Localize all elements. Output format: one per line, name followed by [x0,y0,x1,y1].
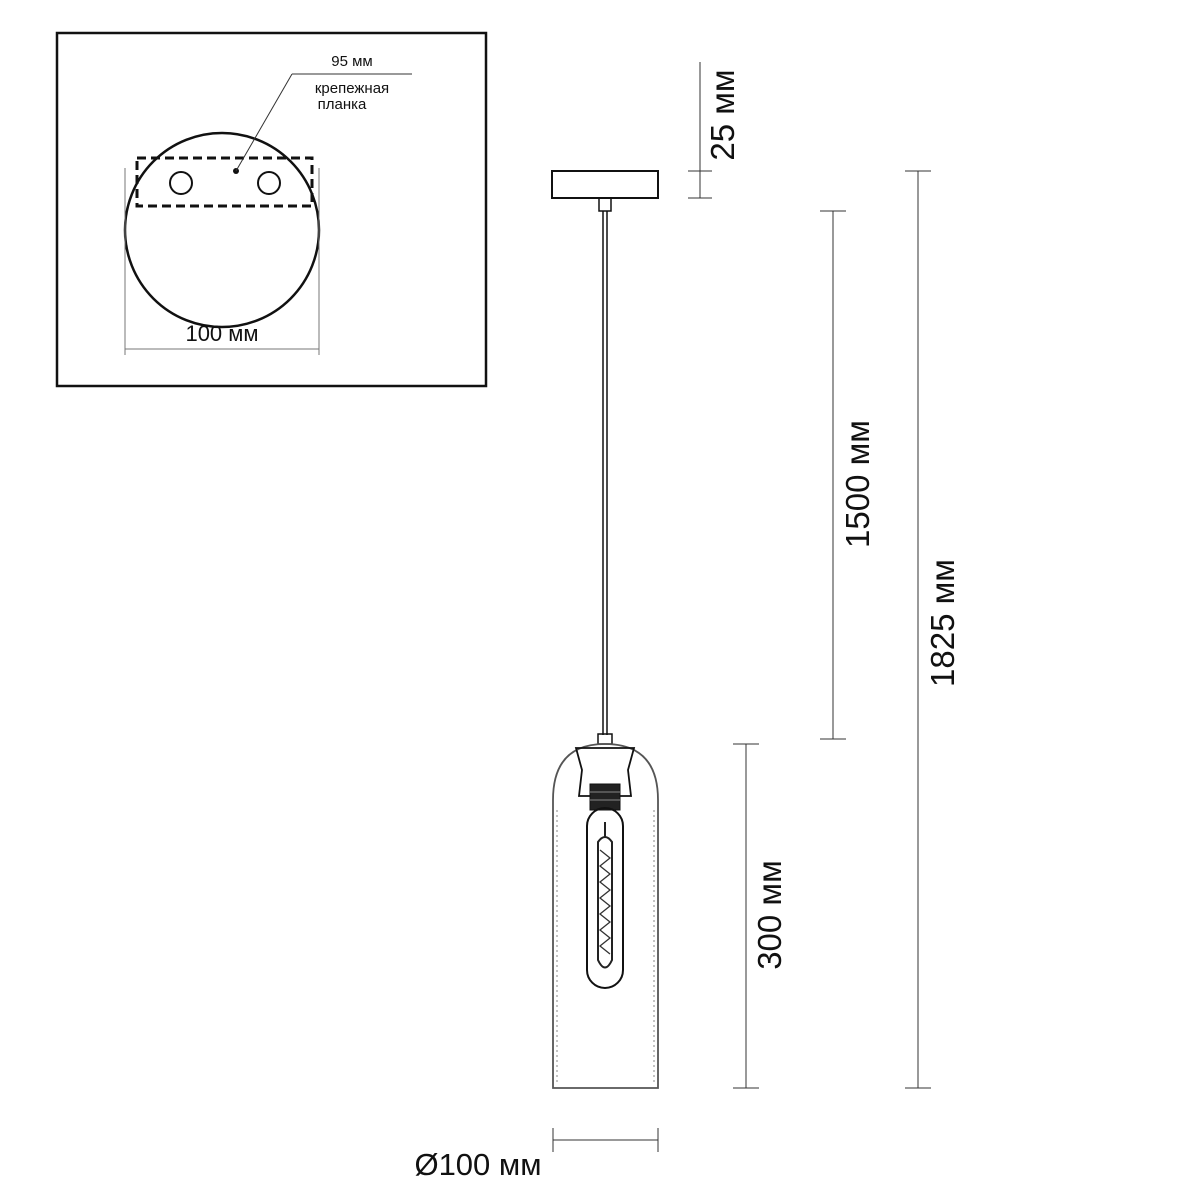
label-95mm: 95 мм [331,53,372,70]
ceiling-canopy [551,170,659,199]
label-300mm: 300 мм [751,860,788,970]
label-plate-line1: крепежная [315,80,389,97]
canopy-top-view-circle [123,131,321,329]
tube-bulb [586,807,624,989]
lamp-socket [589,783,621,811]
label-1825mm: 1825 мм [924,559,961,687]
label-100mm: 100 мм [185,321,258,346]
socket-holder [574,747,636,797]
filament-zigzag [598,849,612,955]
inset-frame [55,31,488,388]
mounting-hole-right [257,171,281,195]
cable-clamp [598,197,612,212]
label-plate-line2: планка [318,96,367,113]
mounting-plate-inset: 95 мм крепежная планка 100 мм [55,31,488,388]
label-1500mm: 1500 мм [839,420,876,548]
mounting-bracket-dashed [135,156,314,208]
leader-line [235,73,293,172]
pendant-lamp-side-view [551,170,659,1089]
label-diameter-100mm: Ø100 мм [414,1147,541,1182]
dimension-lines: 25 мм 1500 мм 1825 мм 300 мм Ø100 мм [414,62,961,1182]
glass-shade [552,743,659,1089]
mounting-hole-left [169,171,193,195]
label-25mm: 25 мм [704,69,741,160]
shade-top-cap [597,733,613,745]
bulb-filament [597,822,613,969]
